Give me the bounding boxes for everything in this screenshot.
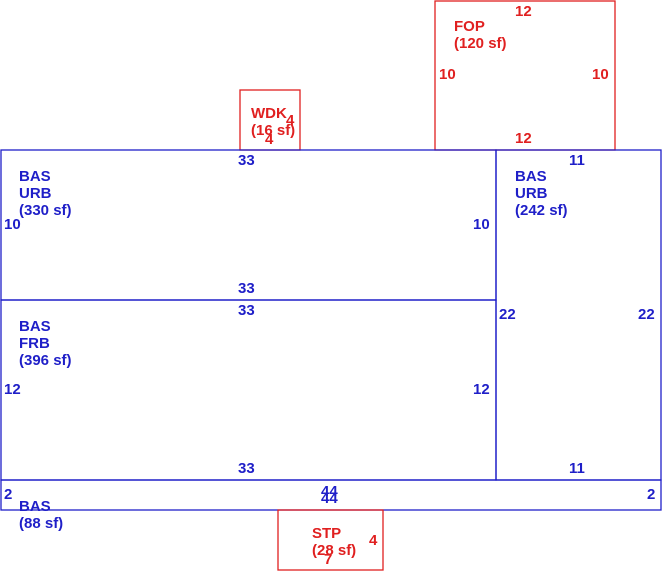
bas-strip-dim-top: 44 (321, 483, 338, 500)
wdk-code-label: WDK (251, 105, 287, 122)
stp-dim-bottom: 7 (324, 551, 332, 568)
bas-urb-left-dim-bottom: 33 (238, 280, 255, 297)
bas-strip-code-label: BAS (19, 498, 51, 515)
bas-strip-area-label: (88 sf) (19, 515, 63, 532)
bas-frb-code-label: BAS (19, 318, 51, 335)
fop-code-label: FOP (454, 18, 485, 35)
bas-frb-outline (0, 299, 497, 481)
bas-strip-dim-bottom: 44 (321, 490, 338, 507)
fop-dim-right: 10 (592, 66, 609, 83)
bas-urb-left-dim-right: 10 (473, 216, 490, 233)
stp-code-label: STP (312, 525, 341, 542)
wdk-dim-right: 4 (286, 112, 295, 129)
stp-dim-right: 4 (369, 532, 378, 549)
bas-urb-right-sub-label: URB (515, 185, 548, 202)
bas-urb-left-code-label: BAS (19, 168, 51, 185)
bas-frb-area-label: (396 sf) (19, 352, 72, 369)
fop-area-label: (120 sf) (454, 35, 507, 52)
bas-urb-right-area-label: (242 sf) (515, 202, 568, 219)
bas-urb-left-outline (0, 149, 497, 301)
bas-urb-right-dim-left: 22 (499, 306, 516, 323)
bas-urb-right-area: BAS URB (242 sf) 11 11 22 22 (495, 149, 662, 481)
wdk-area: WDK (16 sf) 4 4 (239, 89, 301, 151)
bas-frb-dim-right: 12 (473, 381, 490, 398)
bas-frb-dim-bottom: 33 (238, 460, 255, 477)
bas-strip-dim-left: 2 (4, 486, 12, 503)
bas-urb-left-area: BAS URB (330 sf) 33 33 10 10 (0, 149, 497, 301)
bas-urb-right-dim-bottom: 11 (569, 460, 585, 477)
fop-dim-bottom: 12 (515, 130, 532, 147)
bas-frb-dim-top: 33 (238, 302, 255, 319)
wdk-area-label: (16 sf) (251, 122, 295, 139)
bas-strip-dim-right: 2 (647, 486, 655, 503)
stp-outline (277, 509, 384, 571)
fop-dim-top: 12 (515, 3, 532, 20)
bas-urb-right-code-label: BAS (515, 168, 547, 185)
bas-urb-right-dim-top: 11 (569, 152, 585, 169)
stp-area: STP (28 sf) 4 7 (277, 509, 384, 571)
bas-frb-area: BAS FRB (396 sf) 33 33 12 12 (0, 299, 497, 481)
bas-urb-right-dim-right: 22 (638, 306, 655, 323)
fop-dim-left: 10 (439, 66, 456, 83)
stp-area-label: (28 sf) (312, 542, 356, 559)
bas-urb-left-dim-top: 33 (238, 152, 255, 169)
bas-strip-area: BAS (88 sf) 44 44 2 2 (0, 479, 662, 532)
bas-urb-left-sub-label: URB (19, 185, 52, 202)
bas-urb-left-dim-left: 10 (4, 216, 21, 233)
bas-urb-left-area-label: (330 sf) (19, 202, 72, 219)
wdk-dim-bottom: 4 (265, 131, 274, 148)
bas-frb-sub-label: FRB (19, 335, 50, 352)
bas-frb-dim-left: 12 (4, 381, 21, 398)
fop-area: FOP (120 sf) 12 12 10 10 (434, 0, 616, 151)
